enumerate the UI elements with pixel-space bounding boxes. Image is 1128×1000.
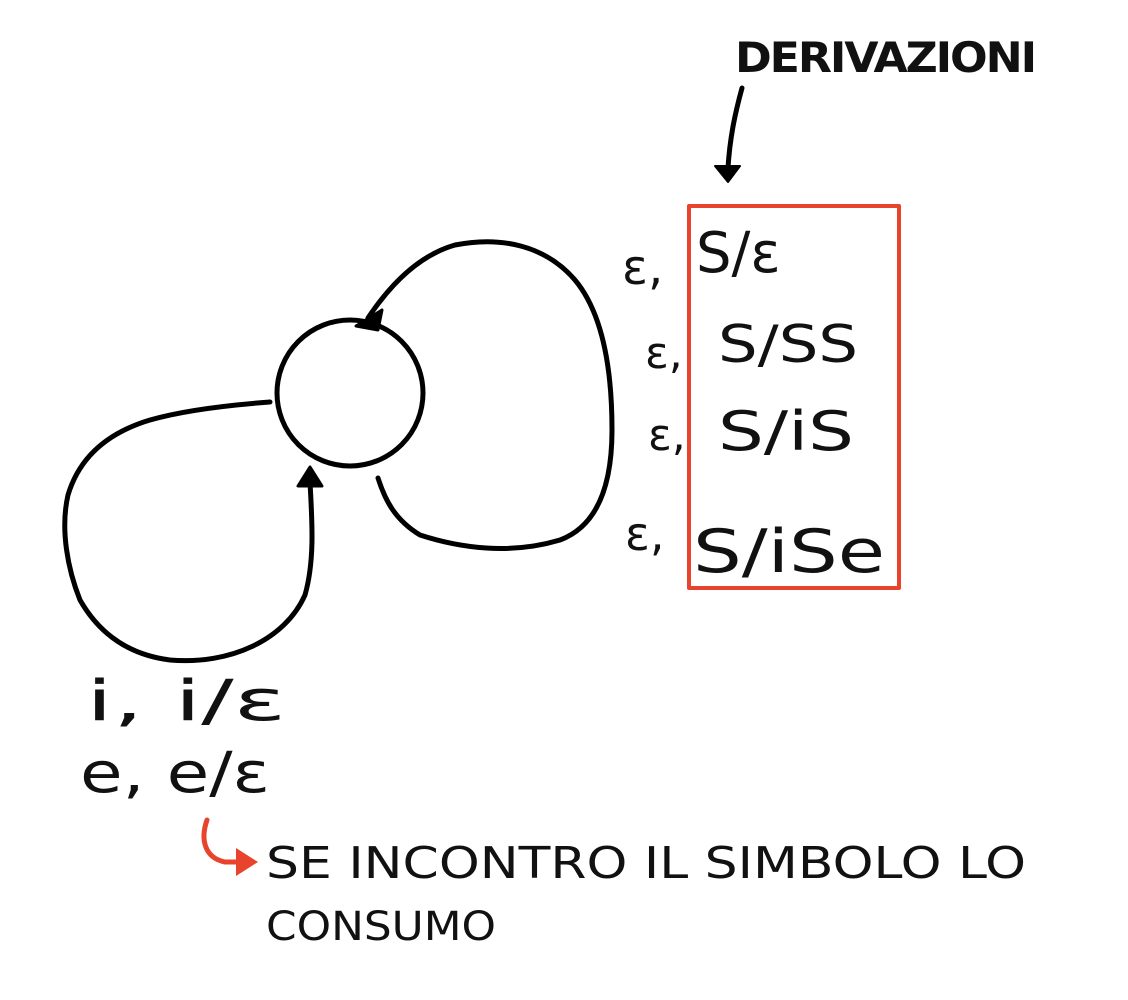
red-arrowhead bbox=[236, 848, 258, 876]
heading-arrow-line bbox=[725, 85, 745, 171]
derivations-heading: DERIVAZIONI bbox=[735, 33, 1035, 82]
derivation-loop bbox=[365, 239, 615, 551]
state-circle bbox=[274, 317, 426, 469]
consume-loop-arrowhead bbox=[296, 465, 324, 488]
rule-2-input: ε, bbox=[645, 328, 683, 379]
derivation-loop-arrowhead bbox=[354, 308, 384, 332]
rule-3-input: ε, bbox=[648, 410, 686, 461]
consume-loop bbox=[62, 399, 315, 664]
arrow-down-icon bbox=[714, 165, 741, 183]
red-curved-arrow-icon bbox=[201, 817, 247, 865]
consume-label-e: e, e/ε bbox=[80, 741, 270, 806]
rule-1-input: ε, bbox=[622, 240, 663, 296]
consume-label-i: i, i/ε bbox=[86, 669, 286, 734]
rule-4-transition: S/iSe bbox=[693, 517, 885, 587]
rule-1-transition: S/ε bbox=[696, 221, 781, 286]
rule-3-transition: S/iS bbox=[718, 400, 854, 463]
rule-4-input: ε, bbox=[625, 507, 665, 561]
note-line-1: SE INCONTRO IL SIMBOLO LO bbox=[266, 838, 1026, 889]
derivations-box bbox=[687, 204, 901, 590]
rule-2-transition: S/SS bbox=[718, 315, 858, 375]
note-line-2: CONSUMO bbox=[266, 904, 496, 950]
